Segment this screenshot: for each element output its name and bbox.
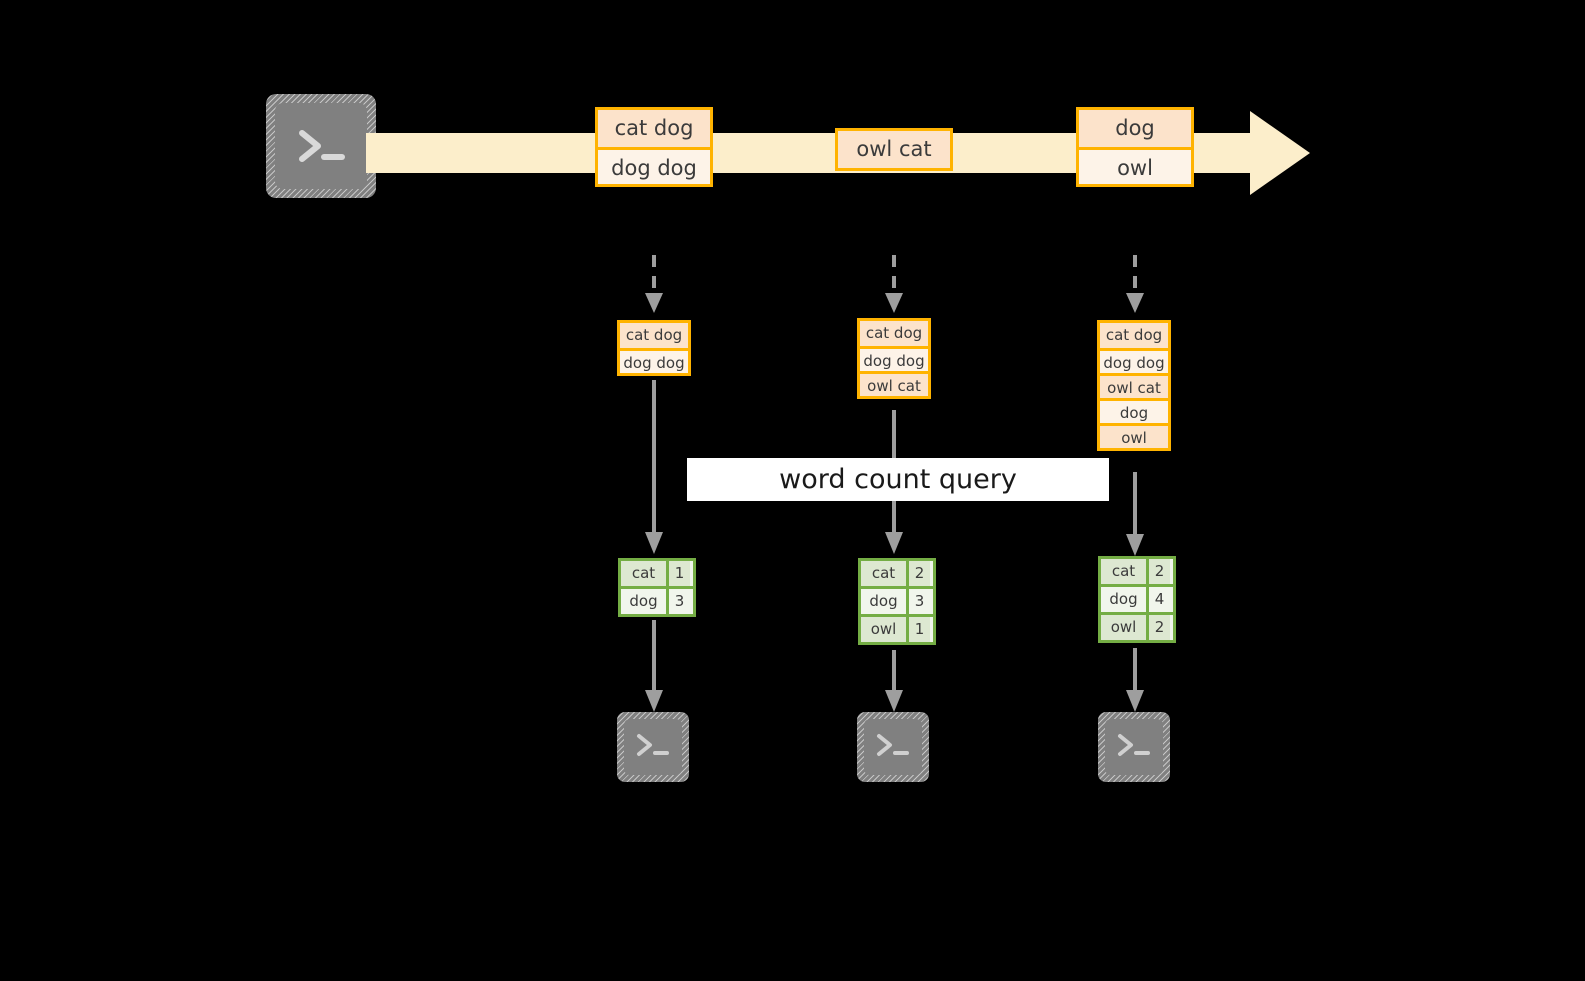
stream-event-line: owl cat (838, 131, 950, 168)
record-row: cat dog (620, 323, 688, 348)
table-row: owl 2 (1101, 612, 1173, 640)
stream-event-box-3: dog owl (1076, 107, 1194, 187)
record-row: owl cat (860, 371, 928, 396)
result-count: 3 (906, 589, 930, 614)
query-label-text: word count query (779, 464, 1017, 495)
result-count: 3 (666, 589, 690, 614)
result-word: dog (621, 589, 666, 614)
snapshot-records-2: cat dog dog dog owl cat (857, 318, 931, 399)
stream-event-line: owl (1079, 147, 1191, 184)
stream-event-line: cat dog (598, 110, 710, 147)
result-table-1: cat 1 dog 3 (618, 558, 696, 617)
table-row: dog 4 (1101, 584, 1173, 612)
table-row: owl 1 (861, 614, 933, 642)
result-count: 2 (906, 561, 930, 586)
record-row: cat dog (860, 321, 928, 346)
result-word: dog (1101, 587, 1146, 612)
terminal-prompt-glyph (877, 734, 909, 756)
table-row: cat 2 (861, 561, 933, 586)
terminal-prompt-glyph (299, 130, 345, 162)
terminal-screen (624, 719, 682, 775)
stream-event-line: dog dog (598, 147, 710, 184)
dashed-connector-1 (645, 255, 663, 313)
result-word: dog (861, 589, 906, 614)
terminal-screen (864, 719, 922, 775)
stream-event-box-1: cat dog dog dog (595, 107, 713, 187)
table-row: cat 1 (621, 561, 693, 586)
result-word: owl (1101, 615, 1146, 640)
sink-terminal-icon-2 (857, 712, 929, 782)
sink-terminal-icon-1 (617, 712, 689, 782)
record-row: dog dog (860, 346, 928, 371)
sink-connector-2 (885, 650, 903, 712)
result-word: cat (1101, 559, 1146, 584)
record-row: dog dog (1100, 348, 1168, 373)
terminal-screen (1105, 719, 1163, 775)
result-word: cat (621, 561, 666, 586)
result-count: 1 (906, 617, 930, 642)
sink-connector-1 (645, 620, 663, 712)
query-label-band: word count query (687, 458, 1109, 501)
record-row: dog (1100, 398, 1168, 423)
result-word: cat (861, 561, 906, 586)
query-connector-1 (645, 380, 663, 554)
result-count: 1 (666, 561, 690, 586)
snapshot-records-3: cat dog dog dog owl cat dog owl (1097, 320, 1171, 451)
stream-event-box-2: owl cat (835, 128, 953, 171)
sink-terminal-icon-3 (1098, 712, 1170, 782)
dashed-connector-3 (1126, 255, 1144, 313)
result-count: 2 (1146, 615, 1170, 640)
table-row: dog 3 (621, 586, 693, 614)
query-connector-3 (1126, 472, 1144, 556)
result-table-2: cat 2 dog 3 owl 1 (858, 558, 936, 645)
dashed-connector-2 (885, 255, 903, 313)
result-word: owl (861, 617, 906, 642)
result-table-3: cat 2 dog 4 owl 2 (1098, 556, 1176, 643)
record-row: dog dog (620, 348, 688, 373)
record-row: owl (1100, 423, 1168, 448)
source-terminal-icon (266, 94, 376, 198)
result-count: 2 (1146, 559, 1170, 584)
record-row: cat dog (1100, 323, 1168, 348)
table-row: dog 3 (861, 586, 933, 614)
stream-event-line: dog (1079, 110, 1191, 147)
terminal-prompt-glyph (637, 734, 669, 756)
record-row: owl cat (1100, 373, 1168, 398)
result-count: 4 (1146, 587, 1170, 612)
snapshot-records-1: cat dog dog dog (617, 320, 691, 376)
sink-connector-3 (1126, 648, 1144, 712)
terminal-prompt-glyph (1118, 734, 1150, 756)
table-row: cat 2 (1101, 559, 1173, 584)
